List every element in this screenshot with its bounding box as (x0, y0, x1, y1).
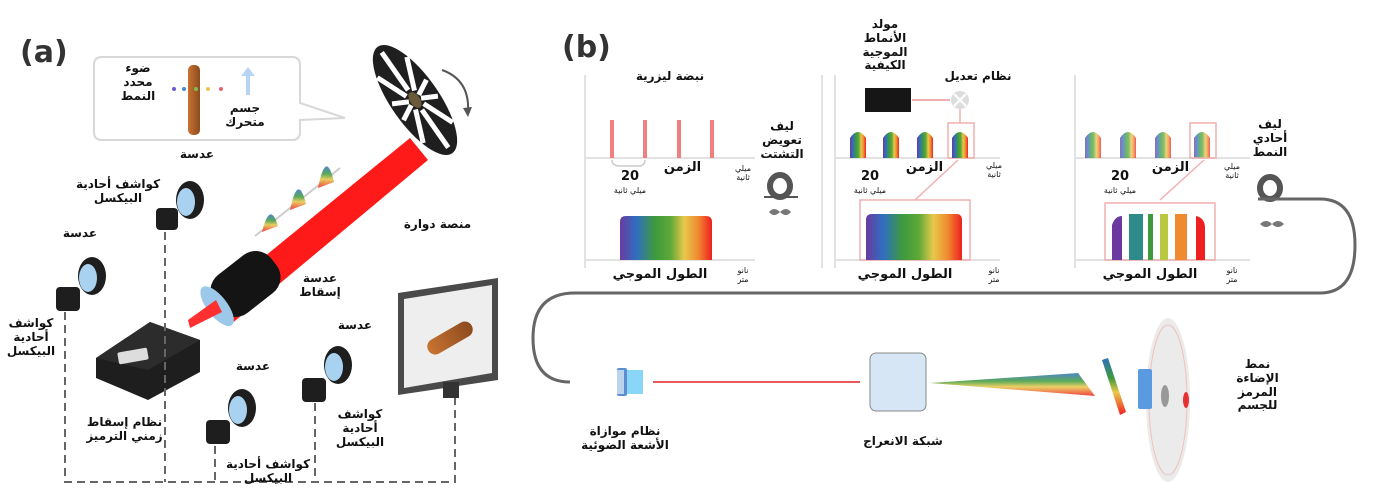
modulated-pulses (850, 132, 968, 158)
dispersion-fiber-label: ليف تعويض التشتت (760, 119, 804, 161)
panel-a-label: (a) (20, 35, 68, 70)
zoom-link-3 (1159, 159, 1205, 201)
moving-object-label: جسم متحرك (225, 101, 265, 129)
interval-unit-2: ميلي ثانية (853, 186, 887, 195)
interval-value-3: 20 (1110, 169, 1130, 184)
modulated-spectrum (866, 214, 962, 260)
zoom-link (914, 159, 959, 201)
detector-label-3: كواشف أحادية البيكسل (225, 457, 311, 485)
monitor-icon (398, 278, 498, 398)
panel-b (531, 75, 1357, 482)
object-rod-icon (188, 65, 200, 135)
time-axis-label-3: الزمن (1151, 160, 1190, 175)
mirror-strip (1102, 358, 1126, 415)
lens-label-2: عدسة (62, 226, 98, 240)
dispersion-fiber-icon (764, 172, 798, 215)
optical-fiber-path (531, 197, 1357, 384)
interval-unit-1: ميلي ثانية (613, 186, 647, 195)
signal-wiring (64, 232, 456, 483)
grating-label: شبكة الانعراج (863, 434, 943, 448)
wavelength-axis-label-2: الطول الموجي (857, 267, 953, 282)
motion-arrow-icon (241, 67, 255, 95)
wavelength-unit-2: نانو متر (988, 266, 1000, 285)
time-unit-2: ميلي ثانية (985, 161, 1002, 180)
lens-label-1: عدسة (179, 147, 215, 161)
lens-label-3: عدسة (235, 359, 271, 373)
interval-unit-3: ميلي ثانية (1103, 186, 1137, 195)
waveform-generator-label: مولد الأنماط الموجية الكيفية (862, 17, 908, 73)
encoded-illumination-label: نمط الإضاءة المرمز للجسم (1236, 357, 1279, 413)
panel-b-label: (b) (562, 30, 611, 65)
collimator-icon (616, 368, 643, 396)
encoded-pulses (1085, 132, 1210, 158)
detector-label-4: كواشف أحادية البيكسل (335, 407, 385, 449)
time-axis-label-1: الزمن (663, 160, 702, 175)
modulator-label: نظام تعديل (944, 69, 1012, 83)
detector-2-icon (56, 257, 106, 311)
callout-box (93, 56, 346, 141)
broadband-spectrum (620, 216, 712, 260)
single-mode-fiber-label: ليف أحادي النمط (1252, 117, 1288, 159)
encoding-system-box-icon (96, 322, 200, 400)
time-unit-1: ميلي ثانية (734, 164, 751, 183)
dispersed-spectrum (930, 373, 1095, 396)
collimator-label: نظام موازاة الأشعة الضوئية (581, 424, 669, 452)
rotation-arrowhead-icon (463, 107, 472, 117)
detector-1-icon (156, 181, 204, 230)
time-unit-3: ميلي ثانية (1223, 162, 1240, 181)
interval-bracket (611, 159, 646, 167)
wavelength-axis-label-1: الطول الموجي (612, 267, 708, 282)
projection-lens-label: عدسة إسقاط (299, 271, 341, 299)
diffraction-grating-icon (869, 352, 927, 412)
wavelength-unit-3: نانو متر (1226, 266, 1238, 285)
lens-label-4: عدسة (337, 318, 373, 332)
modulator-cross (953, 93, 967, 107)
single-mode-fiber-icon (1257, 174, 1284, 227)
interval-value-1: 20 (620, 169, 640, 184)
detector-3-icon (206, 389, 256, 444)
detector-label-2: كواشف أحادية البيكسل (6, 316, 56, 358)
rotation-arrow-icon (441, 69, 470, 113)
time-axis-label-2: الزمن (905, 160, 944, 175)
interval-value-2: 20 (860, 169, 880, 184)
pattern-light-label: ضوء محدد النمط (120, 61, 156, 103)
encoded-spectrum-bars (1112, 214, 1205, 260)
panel-a (56, 45, 498, 483)
wavelength-unit-1: نانو متر (737, 266, 749, 285)
pattern-dots (172, 87, 223, 91)
rotating-wheel-icon (372, 45, 458, 155)
wavelength-axis-label-3: الطول الموجي (1102, 267, 1198, 282)
waveform-generator-icon (865, 88, 911, 112)
encoding-system-label: نظام إسقاط زمني الترميز (86, 415, 163, 443)
projected-beam (188, 300, 222, 328)
detector-4-icon (302, 346, 352, 402)
target-object-disk-icon (1138, 318, 1190, 482)
detector-label-1: كواشف أحادية البيكسل (75, 177, 161, 205)
highlight-box-3 (1189, 122, 1217, 159)
laser-pulses (610, 120, 714, 158)
laser-pulse-title: نبضة ليزرية (635, 69, 705, 83)
rotating-stage-label: منصة دوارة (403, 217, 472, 231)
pulse-train-icons (262, 166, 334, 232)
